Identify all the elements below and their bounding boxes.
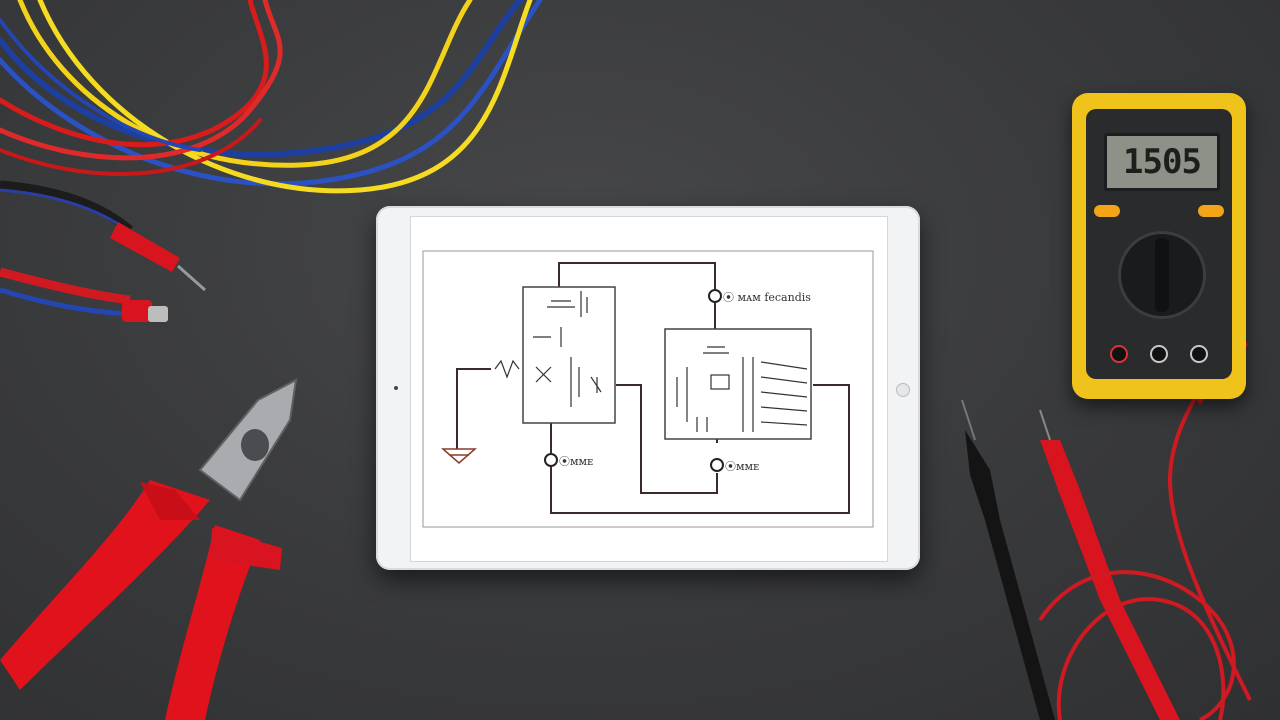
wire-bundle <box>0 0 543 194</box>
tablet: ⦿ ᴍᴀᴍ fecandis ⦿ᴍᴍᴇ ⦿ᴍᴍᴇ <box>376 206 920 570</box>
ground-symbol <box>441 448 477 464</box>
multimeter-dial[interactable] <box>1118 231 1206 319</box>
test-leads-left <box>0 180 206 322</box>
jack-v <box>1190 345 1208 363</box>
multimeter: 1505 <box>1072 93 1246 399</box>
tablet-home-button[interactable] <box>896 383 910 397</box>
tablet-screen: ⦿ ᴍᴀᴍ fecandis ⦿ᴍᴍᴇ ⦿ᴍᴍᴇ <box>410 216 888 562</box>
schematic-label-bottom-right: ⦿ᴍᴍᴇ <box>725 460 760 473</box>
multimeter-button-left[interactable] <box>1094 205 1120 217</box>
schematic-label-top: ⦿ ᴍᴀᴍ fecandis <box>723 291 811 304</box>
jack-com <box>1150 345 1168 363</box>
pliers <box>0 378 298 720</box>
multimeter-face: 1505 <box>1086 109 1232 379</box>
circuit-schematic <box>422 250 874 528</box>
jack-red <box>1110 345 1128 363</box>
multimeter-button-right[interactable] <box>1198 205 1224 217</box>
schematic-label-bottom-left: ⦿ᴍᴍᴇ <box>559 455 594 468</box>
multimeter-display: 1505 <box>1104 133 1220 191</box>
dial-knob[interactable] <box>1155 238 1169 312</box>
tablet-camera <box>394 386 398 390</box>
